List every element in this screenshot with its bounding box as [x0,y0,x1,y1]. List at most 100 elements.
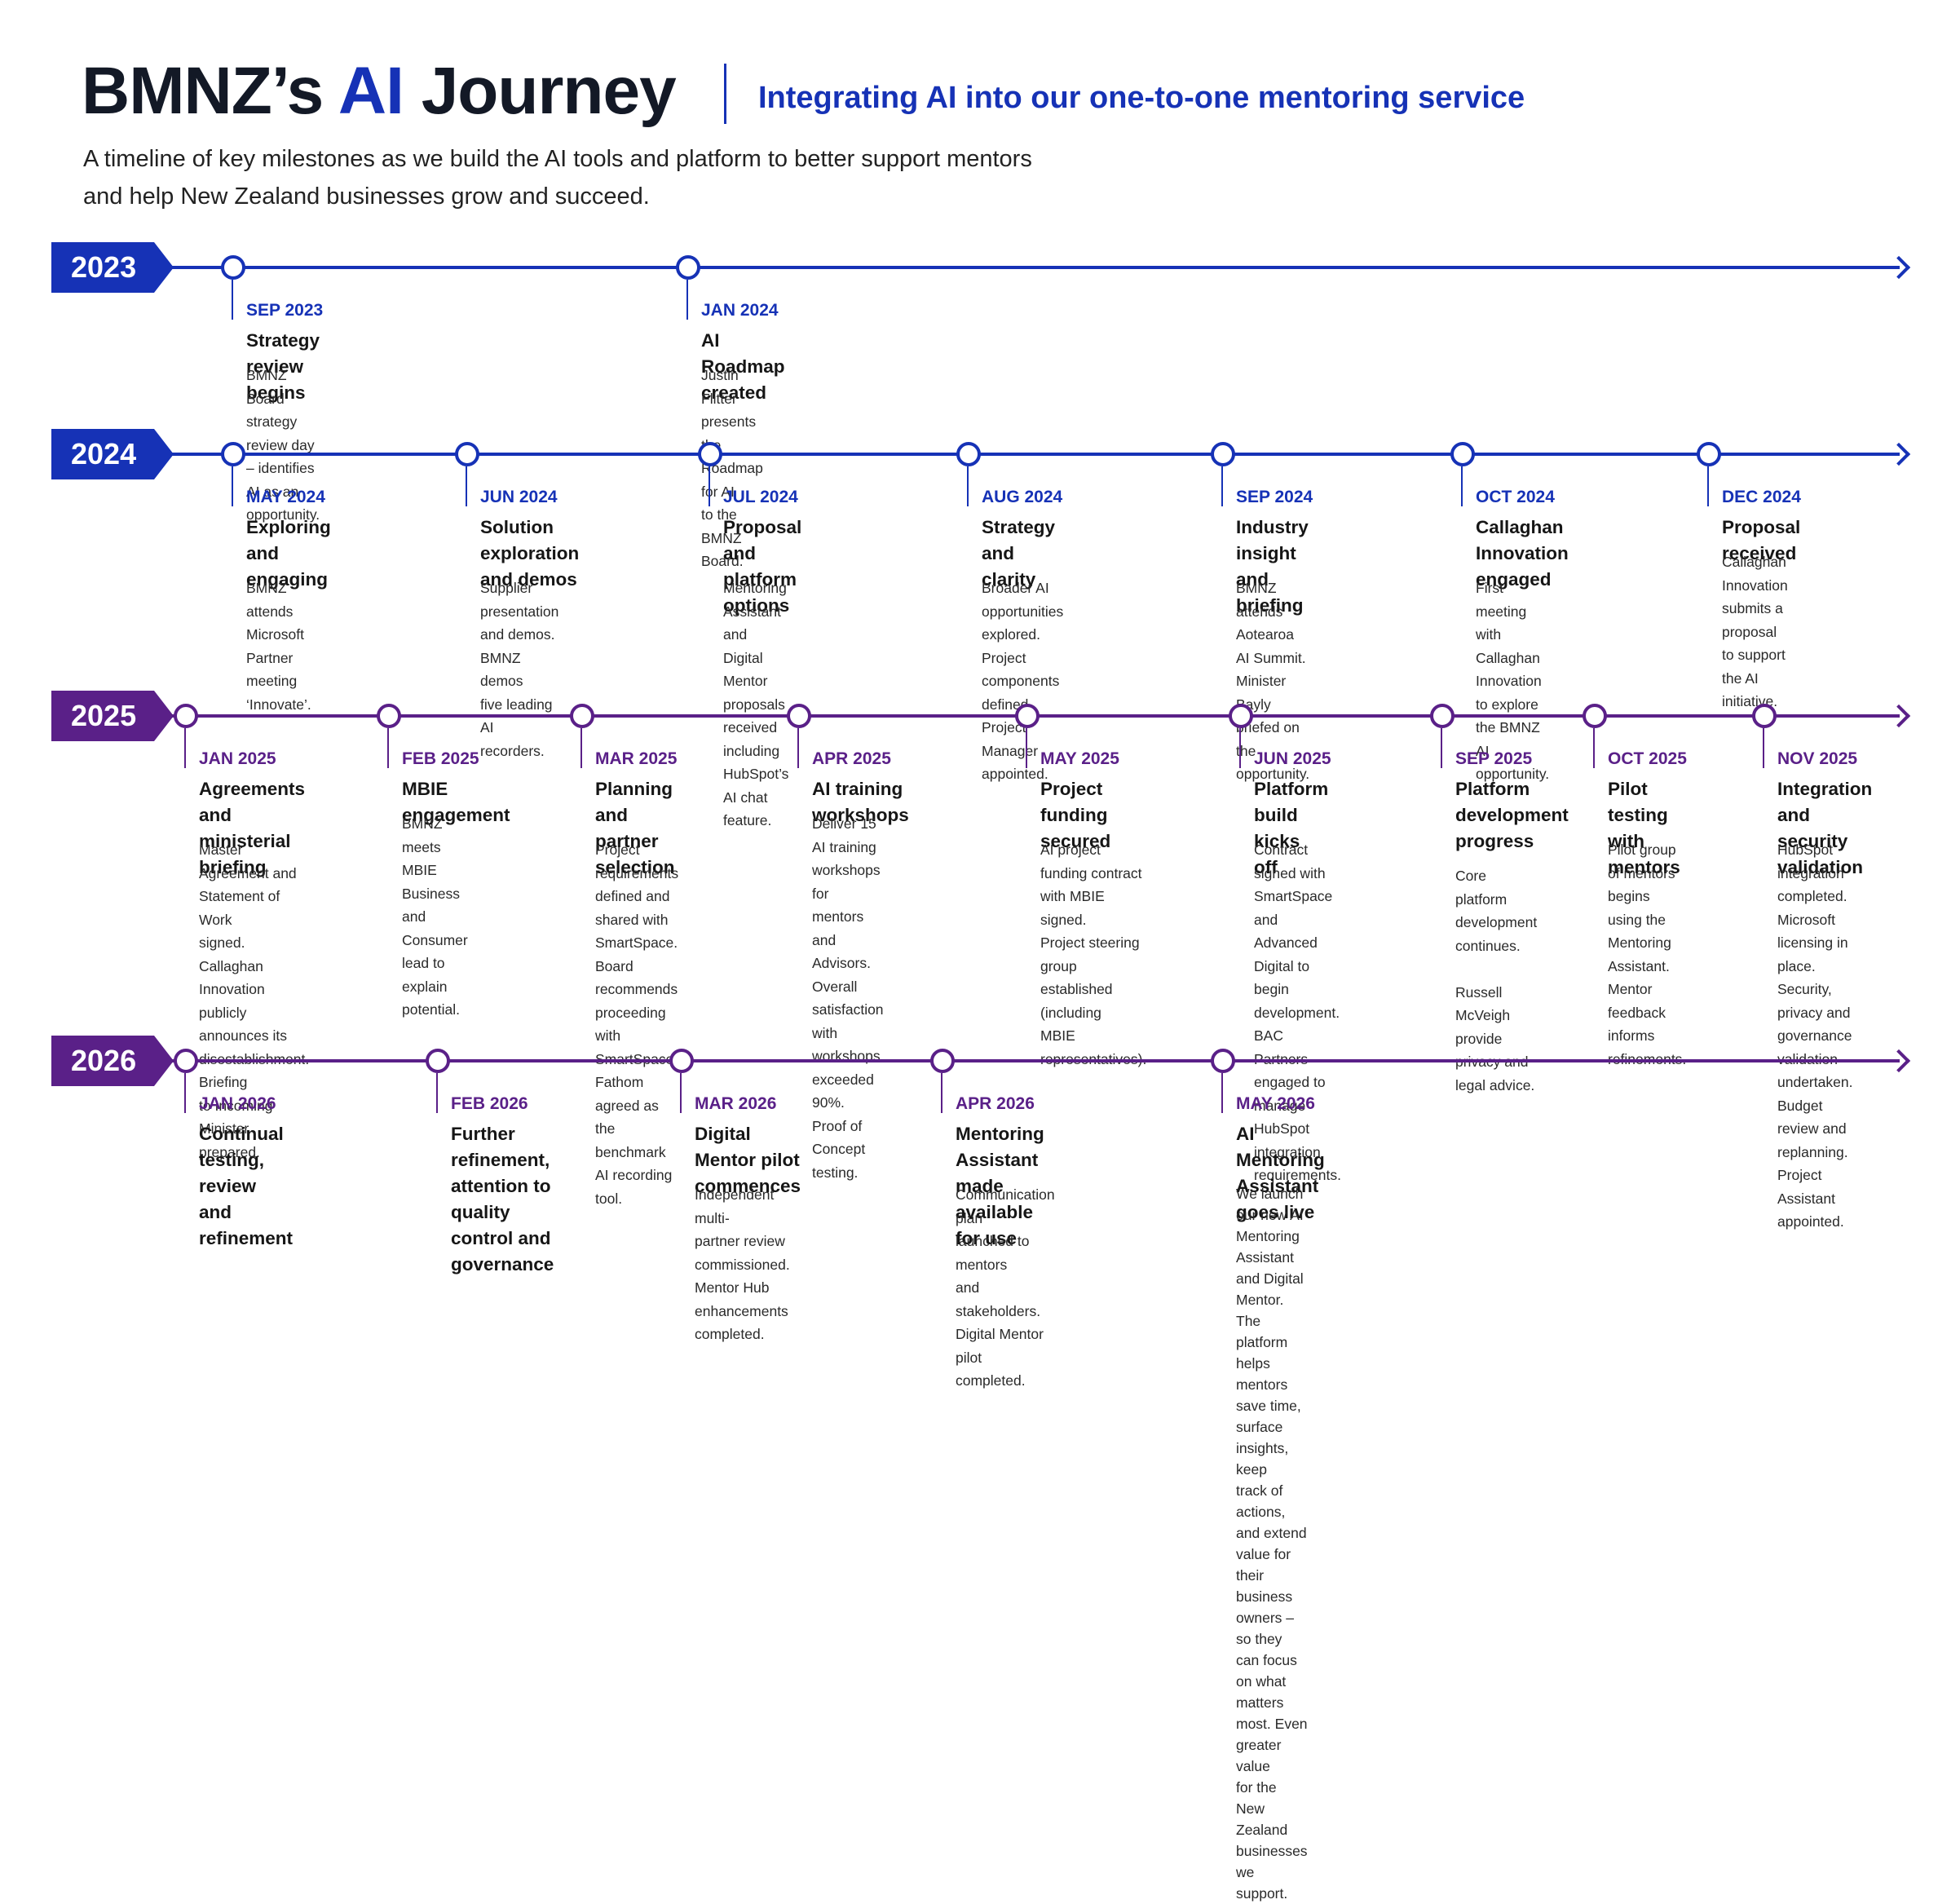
milestone-stem [1763,728,1764,768]
page-title: BMNZ’s AI Journey [82,51,677,132]
milestone-date: MAY 2025 [1040,749,1119,768]
milestone-description: Deliver 15 AI training workshops for men… [812,815,884,1181]
milestone-description: Core platform development continues. Rus… [1455,868,1538,1093]
milestone-node [455,442,479,466]
milestone-node [1697,442,1721,466]
intro-text: A timeline of key milestones as we build… [83,140,1176,215]
milestone-node [1583,704,1607,728]
milestone-node [930,1049,955,1073]
milestone-description: Contract signed with SmartSpace and Adva… [1254,842,1341,1183]
milestone-title: Callaghan Innovation engaged [1476,517,1569,590]
year-tag: 2023 [51,242,174,293]
milestone-stem [1707,466,1709,506]
milestone-description: Callaghan Innovation submits a proposal … [1722,554,1788,709]
milestone-stem [232,466,233,506]
milestone-node [1015,704,1040,728]
milestone-description: BMNZ meets MBIE Business and Consumer le… [402,815,468,1018]
milestone-description: Mentoring Assistant and Digital Mentor p… [723,580,789,828]
title-divider [724,64,726,124]
milestone-node [1430,704,1455,728]
milestone-date: JAN 2026 [199,1094,276,1113]
milestone-title: Exploring and engaging [246,517,331,590]
milestone-node [426,1049,450,1073]
milestone-title: Industry insight and briefing [1236,517,1309,616]
milestone-description: BMNZ Board strategy review day – identif… [246,367,320,523]
milestone-node [698,442,722,466]
milestone-node [174,1049,198,1073]
milestone-description: BMNZ attends Aotearoa AI Summit. Ministe… [1236,580,1310,782]
title-part-1: BMNZ’s [82,54,338,128]
milestone-stem [1461,466,1463,506]
milestone-title: Agreements and ministerial briefing [199,779,306,877]
milestone-description: AI project funding contract with MBIE si… [1040,842,1146,1067]
milestone-node [1211,442,1235,466]
milestone-date: FEB 2026 [451,1094,528,1113]
milestone-date: JAN 2024 [701,301,779,320]
milestone-stem [1239,728,1241,768]
milestone-stem [466,466,467,506]
milestone-description: Master Agreement and Statement of Work s… [199,842,309,1160]
milestone-date: MAY 2024 [246,488,325,506]
arrow-head-icon [1887,255,1911,280]
milestone-date: JUN 2025 [1254,749,1331,768]
milestone-node [221,255,245,280]
year-tag: 2025 [51,691,174,741]
milestone-description: First meeting with Callaghan Innovation … [1476,580,1550,782]
milestone-stem [580,728,582,768]
milestone-date: SEP 2025 [1455,749,1533,768]
milestone-date: DEC 2024 [1722,488,1801,506]
milestone-title: Mentoring Assistant made available for u… [956,1124,1044,1248]
milestone-stem [709,466,710,506]
milestone-date: SEP 2023 [246,301,324,320]
arrow-head-icon [1887,1049,1911,1073]
title-part-2: Journey [403,54,677,128]
timeline-axis [167,1059,1900,1062]
milestone-title: Strategy and clarity [982,517,1056,590]
milestone-title: Continual testing, review and refinement [199,1124,294,1248]
timeline-axis [167,266,1900,269]
milestone-date: OCT 2025 [1608,749,1687,768]
milestone-date: JUL 2024 [723,488,798,506]
milestone-description: Pilot group of mentors begins using the … [1608,842,1686,1067]
milestone-title: Proposal and platform options [723,517,802,616]
milestone-date: JUN 2024 [480,488,558,506]
milestone-stem [967,466,969,506]
milestone-date: MAY 2026 [1236,1094,1315,1113]
milestone-title: Platform development progress [1455,779,1569,851]
milestone-title: Planning and partner selection [595,779,675,877]
milestone-node [221,442,245,466]
milestone-stem [686,280,688,320]
milestone-stem [797,728,799,768]
milestone-stem [184,1073,186,1113]
milestone-node [174,704,198,728]
milestone-date: SEP 2024 [1236,488,1313,506]
milestone-date: JAN 2025 [199,749,276,768]
milestone-stem [1221,1073,1223,1113]
milestone-title: AI Roadmap created [701,330,785,403]
milestone-node [1229,704,1253,728]
milestone-node [676,255,700,280]
year-tag: 2026 [51,1036,174,1086]
milestone-node [1450,442,1475,466]
milestone-node [956,442,981,466]
milestone-stem [232,280,233,320]
arrow-head-icon [1887,442,1911,466]
milestone-stem [941,1073,942,1113]
milestone-title: MBIE engagement [402,779,510,825]
milestone-title: Proposal received [1722,517,1801,563]
milestone-node [669,1049,694,1073]
intro-line-2: and help New Zealand businesses grow and… [83,183,650,210]
milestone-title: Pilot testing with mentors [1608,779,1680,877]
milestone-stem [184,728,186,768]
milestone-date: MAR 2026 [695,1094,777,1113]
milestone-stem [436,1073,438,1113]
milestone-node [570,704,594,728]
year-tag: 2024 [51,429,174,479]
milestone-date: NOV 2025 [1777,749,1858,768]
milestone-stem [1593,728,1595,768]
milestone-title: Integration and security validation [1777,779,1873,877]
milestone-node [1752,704,1777,728]
milestone-date: APR 2025 [812,749,891,768]
milestone-title: AI training workshops [812,779,909,825]
milestone-date: MAR 2025 [595,749,678,768]
